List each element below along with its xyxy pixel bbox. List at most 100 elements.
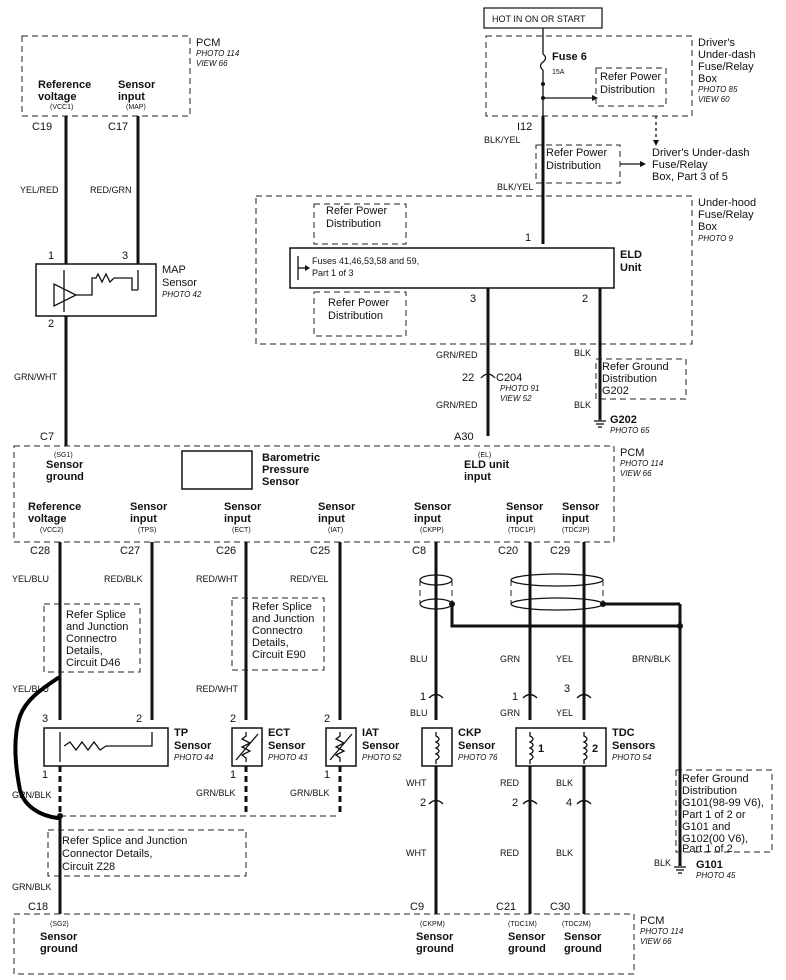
tp-name2: Sensor — [174, 740, 212, 752]
map-amp-symbol — [53, 282, 78, 308]
wire-label-grn-red-2: GRN/RED — [436, 400, 478, 410]
underhood-name3: Box — [698, 221, 717, 233]
wire-label-red-1: RED — [500, 778, 520, 788]
pin-c27: C27 — [120, 545, 140, 557]
wire-shield-ckp-brn — [450, 604, 680, 628]
wire-label-yel-2: YEL — [556, 708, 573, 718]
tdc-coil-2 — [582, 732, 588, 764]
g101-refer-line2: Distribution — [682, 785, 737, 797]
baro-line2: Pressure — [262, 464, 309, 476]
uh-refer-top-box — [313, 203, 407, 245]
pcm-bot-tdc2m-l1: Sensor — [564, 931, 602, 943]
wire-label-red-2: RED — [500, 848, 520, 858]
pin-c20: C20 — [498, 545, 518, 557]
g202-photo: PHOTO 65 — [610, 426, 650, 435]
pcm-mid-ref-line2: voltage — [28, 513, 67, 525]
ckp-sensor: CKP Sensor PHOTO 76 — [421, 727, 498, 767]
pcm-bot-sg2-l1: Sensor — [40, 931, 78, 943]
wire-label-brn-blk: BRN/BLK — [632, 654, 671, 664]
eld-unit-box — [289, 247, 615, 289]
pcm-bottom: C18 C9 C21 C30 PCM PHOTO 114 VIEW 66 (SG… — [13, 901, 684, 975]
pin-c19: C19 — [32, 121, 52, 133]
wire-label-grn-blk-ect: GRN/BLK — [196, 788, 236, 798]
ckp-conn-pin2: 2 — [420, 797, 426, 809]
g101-refer-line4: Part 1 of 2 or — [682, 809, 746, 821]
refer-splice-d46-box — [43, 603, 141, 673]
hot-box-label: HOT IN ON OR START — [492, 14, 586, 24]
iat-thermistor — [334, 732, 346, 762]
pin-c28: C28 — [30, 545, 50, 557]
driver-ud-leader-head — [653, 140, 659, 146]
pcm-top: PCM PHOTO 114 VIEW 66 Reference voltage … — [21, 35, 240, 133]
pin-c26: C26 — [216, 545, 236, 557]
tdc-conn-pin3: 3 — [564, 683, 570, 695]
map-pin3: 3 — [122, 250, 128, 262]
uh-refer-bot-line2: Distribution — [328, 310, 383, 322]
wire-label-wht-1: WHT — [406, 778, 427, 788]
ground-g101-symbol — [674, 866, 686, 874]
uh-refer-top-line2: Distribution — [326, 218, 381, 230]
input-ect-line2: input — [224, 513, 251, 525]
tdc-conn-pin1: 1 — [512, 691, 518, 703]
wire-label-grn-blk-tp: GRN/BLK — [12, 790, 52, 800]
input-ckpp-line1: Sensor — [414, 501, 452, 513]
eld-name2: Unit — [620, 262, 642, 274]
wire-label-yel-red: YEL/RED — [20, 185, 59, 195]
wire-label-blk-3: BLK — [556, 778, 573, 788]
wire-label-grn-2: GRN — [500, 708, 520, 718]
pcm-mid-el: (EL) — [478, 452, 491, 459]
input-iat-code: (IAT) — [328, 527, 343, 534]
baro-line1: Barometric — [262, 452, 320, 464]
pcm-bot-sg2: (SG2) — [50, 921, 69, 928]
e90-line5: Circuit E90 — [252, 649, 306, 661]
pin-c18: C18 — [28, 901, 48, 913]
pin-c29: C29 — [550, 545, 570, 557]
eld-pin1: 1 — [525, 232, 531, 244]
underhood-photo: PHOTO 9 — [698, 234, 734, 243]
wire-label-grn-red-1: GRN/RED — [436, 350, 478, 360]
driver-box-name2: Under-dash — [698, 49, 755, 61]
d46-line1: Refer Splice — [66, 609, 126, 621]
mid-refer-arrowhead — [640, 161, 646, 167]
c204-symbol — [480, 373, 496, 379]
uh-refer-bot-line1: Refer Power — [328, 297, 389, 309]
g101-refer-line5: G101 and — [682, 821, 730, 833]
wire-label-blk-4: BLK — [556, 848, 573, 858]
tp-pin3: 3 — [42, 713, 48, 725]
g101-refer-line7: Part 1 of 2 — [682, 843, 733, 855]
baro-line3: Sensor — [262, 476, 300, 488]
map-sensor: 1 3 MAP Sensor PHOTO 42 2 — [35, 250, 202, 330]
pcm-top-ref-line2: voltage — [38, 91, 77, 103]
g101-photo: PHOTO 45 — [696, 871, 736, 880]
eld-unit: 1 Fuses 41,46,53,58 and 59, Part 1 of 3 … — [289, 232, 642, 305]
tdc-name2: Sensors — [612, 740, 655, 752]
pin-c25: C25 — [310, 545, 330, 557]
pcm-bot-ckpm-l2: ground — [416, 943, 454, 955]
pcm-bot-tdc1m: (TDC1M) — [508, 921, 537, 928]
fuse6-symbol — [539, 53, 547, 71]
pcm-bot-photo: PHOTO 114 — [640, 927, 684, 936]
fuse-refer-line2: Distribution — [600, 84, 655, 96]
ect-thermistor — [240, 732, 252, 762]
g202-refer-box — [595, 358, 687, 400]
refer-ground-g101-box — [675, 769, 773, 853]
wire-label-grn-1: GRN — [500, 654, 520, 664]
pcm-top-vcc1: (VCC1) — [50, 104, 73, 111]
driver-box-view: VIEW 60 — [698, 95, 730, 104]
ect-pin1: 1 — [230, 769, 236, 781]
map-name-line2: Sensor — [162, 277, 197, 289]
pcm-mid-box — [13, 445, 615, 543]
input-tps-line2: input — [130, 513, 157, 525]
tp-pin2: 2 — [136, 713, 142, 725]
tdc-photo: PHOTO 54 — [612, 753, 652, 762]
wire-label-blu-1: BLU — [410, 654, 428, 664]
wire-label-grn-wht: GRN/WHT — [14, 372, 57, 382]
g202-refer-line1: Refer Ground — [602, 361, 669, 373]
uh-refer-bot-box — [313, 291, 407, 337]
driver-box-name3: Fuse/Relay — [698, 61, 754, 73]
wire-label-blk-1: BLK — [574, 348, 591, 358]
driver-fuse-box: Fuse 6 15A Refer Power Distribution Driv… — [485, 35, 755, 117]
d46-line4: Details, — [66, 645, 103, 657]
input-tdc1p-line1: Sensor — [506, 501, 544, 513]
pcm-top-view: VIEW 66 — [196, 59, 228, 68]
